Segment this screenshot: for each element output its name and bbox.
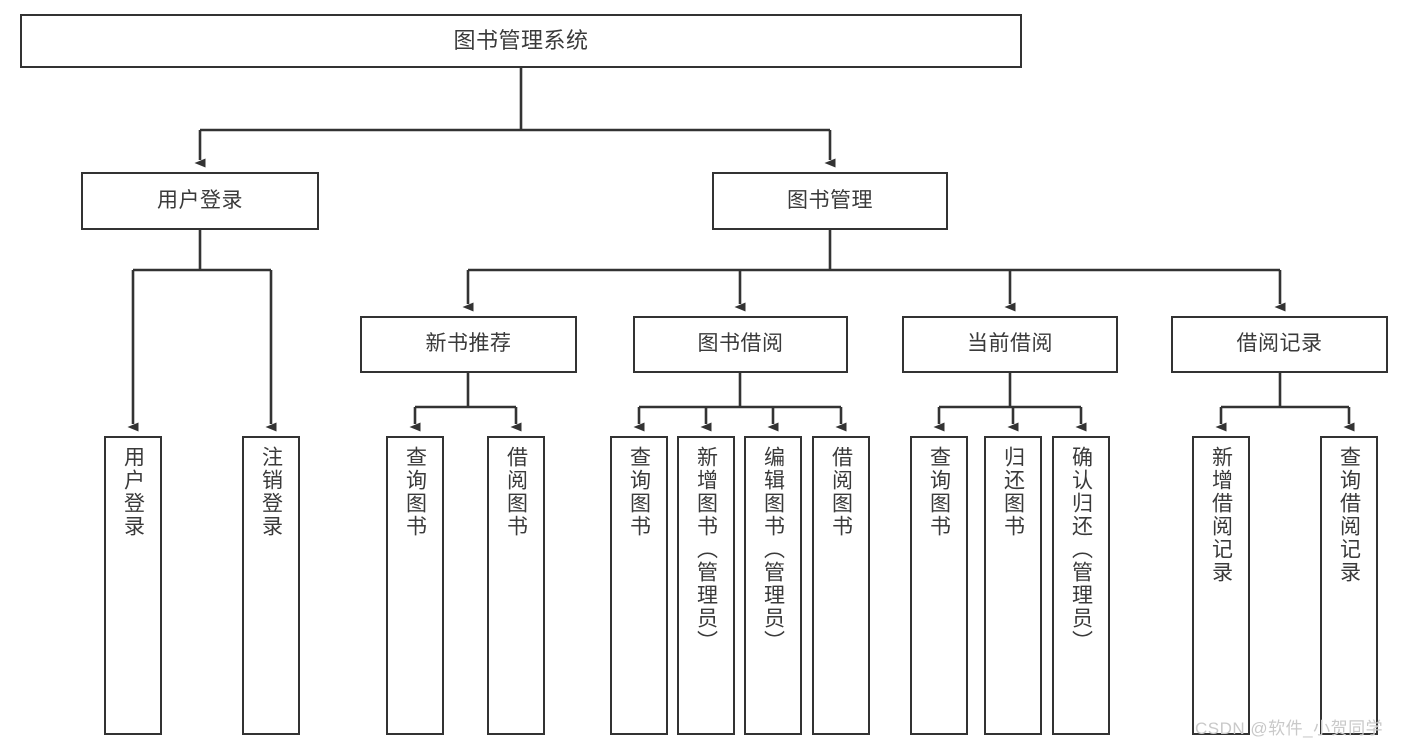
node-leaf-confirm-return-label: 确认归还（管理员）: [1069, 446, 1093, 653]
node-root-label: 图书管理系统: [453, 28, 589, 54]
node-leaf-edit-book[interactable]: 编辑图书（管理员）: [744, 436, 802, 735]
node-leaf-user-logout[interactable]: 注销登录: [242, 436, 300, 735]
node-leaf-borrow-book-2[interactable]: 借阅图书: [812, 436, 870, 735]
node-current-borrow[interactable]: 当前借阅: [902, 316, 1118, 373]
node-leaf-return-book-label: 归还图书: [1001, 446, 1025, 538]
node-leaf-add-record[interactable]: 新增借阅记录: [1192, 436, 1250, 735]
node-leaf-user-login-label: 用户登录: [121, 446, 145, 538]
node-leaf-query-book-3-label: 查询图书: [927, 446, 951, 538]
csdn-watermark: CSDN @软件_小贺同学: [1195, 719, 1384, 738]
node-book-manage-label: 图书管理: [787, 188, 873, 212]
node-leaf-query-record[interactable]: 查询借阅记录: [1320, 436, 1378, 735]
node-leaf-return-book[interactable]: 归还图书: [984, 436, 1042, 735]
node-book-manage[interactable]: 图书管理: [712, 172, 948, 230]
node-leaf-user-logout-label: 注销登录: [259, 446, 283, 538]
node-new-book-recommend[interactable]: 新书推荐: [360, 316, 577, 373]
node-new-book-recommend-label: 新书推荐: [425, 332, 512, 356]
node-leaf-query-book-2-label: 查询图书: [627, 446, 651, 538]
node-borrow-record[interactable]: 借阅记录: [1171, 316, 1388, 373]
node-leaf-borrow-book-1[interactable]: 借阅图书: [487, 436, 545, 735]
node-user-login[interactable]: 用户登录: [81, 172, 319, 230]
node-current-borrow-label: 当前借阅: [967, 332, 1053, 356]
node-leaf-user-login[interactable]: 用户登录: [104, 436, 162, 735]
node-leaf-add-book[interactable]: 新增图书（管理员）: [677, 436, 735, 735]
node-leaf-borrow-book-2-label: 借阅图书: [829, 446, 853, 538]
node-leaf-borrow-book-1-label: 借阅图书: [504, 446, 528, 538]
node-leaf-query-book-2[interactable]: 查询图书: [610, 436, 668, 735]
node-borrow-record-label: 借阅记录: [1236, 332, 1323, 356]
node-leaf-confirm-return[interactable]: 确认归还（管理员）: [1052, 436, 1110, 735]
node-user-login-label: 用户登录: [157, 188, 243, 212]
node-leaf-query-book-1[interactable]: 查询图书: [386, 436, 444, 735]
node-leaf-query-book-3[interactable]: 查询图书: [910, 436, 968, 735]
node-leaf-add-book-label: 新增图书（管理员）: [694, 446, 718, 653]
node-leaf-query-record-label: 查询借阅记录: [1337, 446, 1361, 584]
node-leaf-add-record-label: 新增借阅记录: [1209, 446, 1233, 584]
node-leaf-query-book-1-label: 查询图书: [403, 446, 427, 538]
node-book-borrow[interactable]: 图书借阅: [633, 316, 848, 373]
node-leaf-edit-book-label: 编辑图书（管理员）: [761, 446, 785, 653]
node-book-borrow-label: 图书借阅: [697, 332, 784, 356]
node-root[interactable]: 图书管理系统: [20, 14, 1022, 68]
